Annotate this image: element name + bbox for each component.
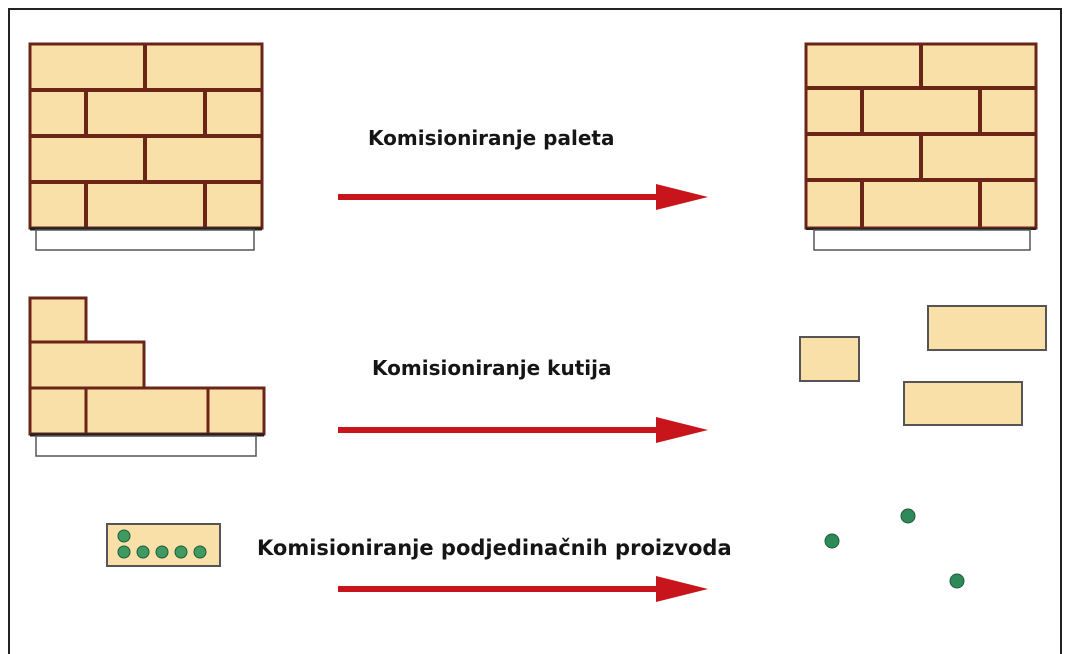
- picked-boxes: [799, 305, 1047, 426]
- arrow-box-picking: [338, 417, 708, 443]
- item-container: [106, 523, 221, 567]
- label-box-picking: Komisioniranje kutija: [372, 356, 612, 380]
- label-unit-picking: Komisioniranje podjedinačnih proizvoda: [257, 536, 732, 560]
- picked-items: [824, 508, 965, 589]
- full-pallet-left: [28, 42, 264, 251]
- arrow-pallet-picking: [338, 184, 708, 210]
- partial-pallet-left: [28, 296, 266, 457]
- label-pallet-picking: Komisioniranje paleta: [368, 126, 615, 150]
- full-pallet-right: [804, 42, 1038, 251]
- arrow-unit-picking: [338, 576, 708, 602]
